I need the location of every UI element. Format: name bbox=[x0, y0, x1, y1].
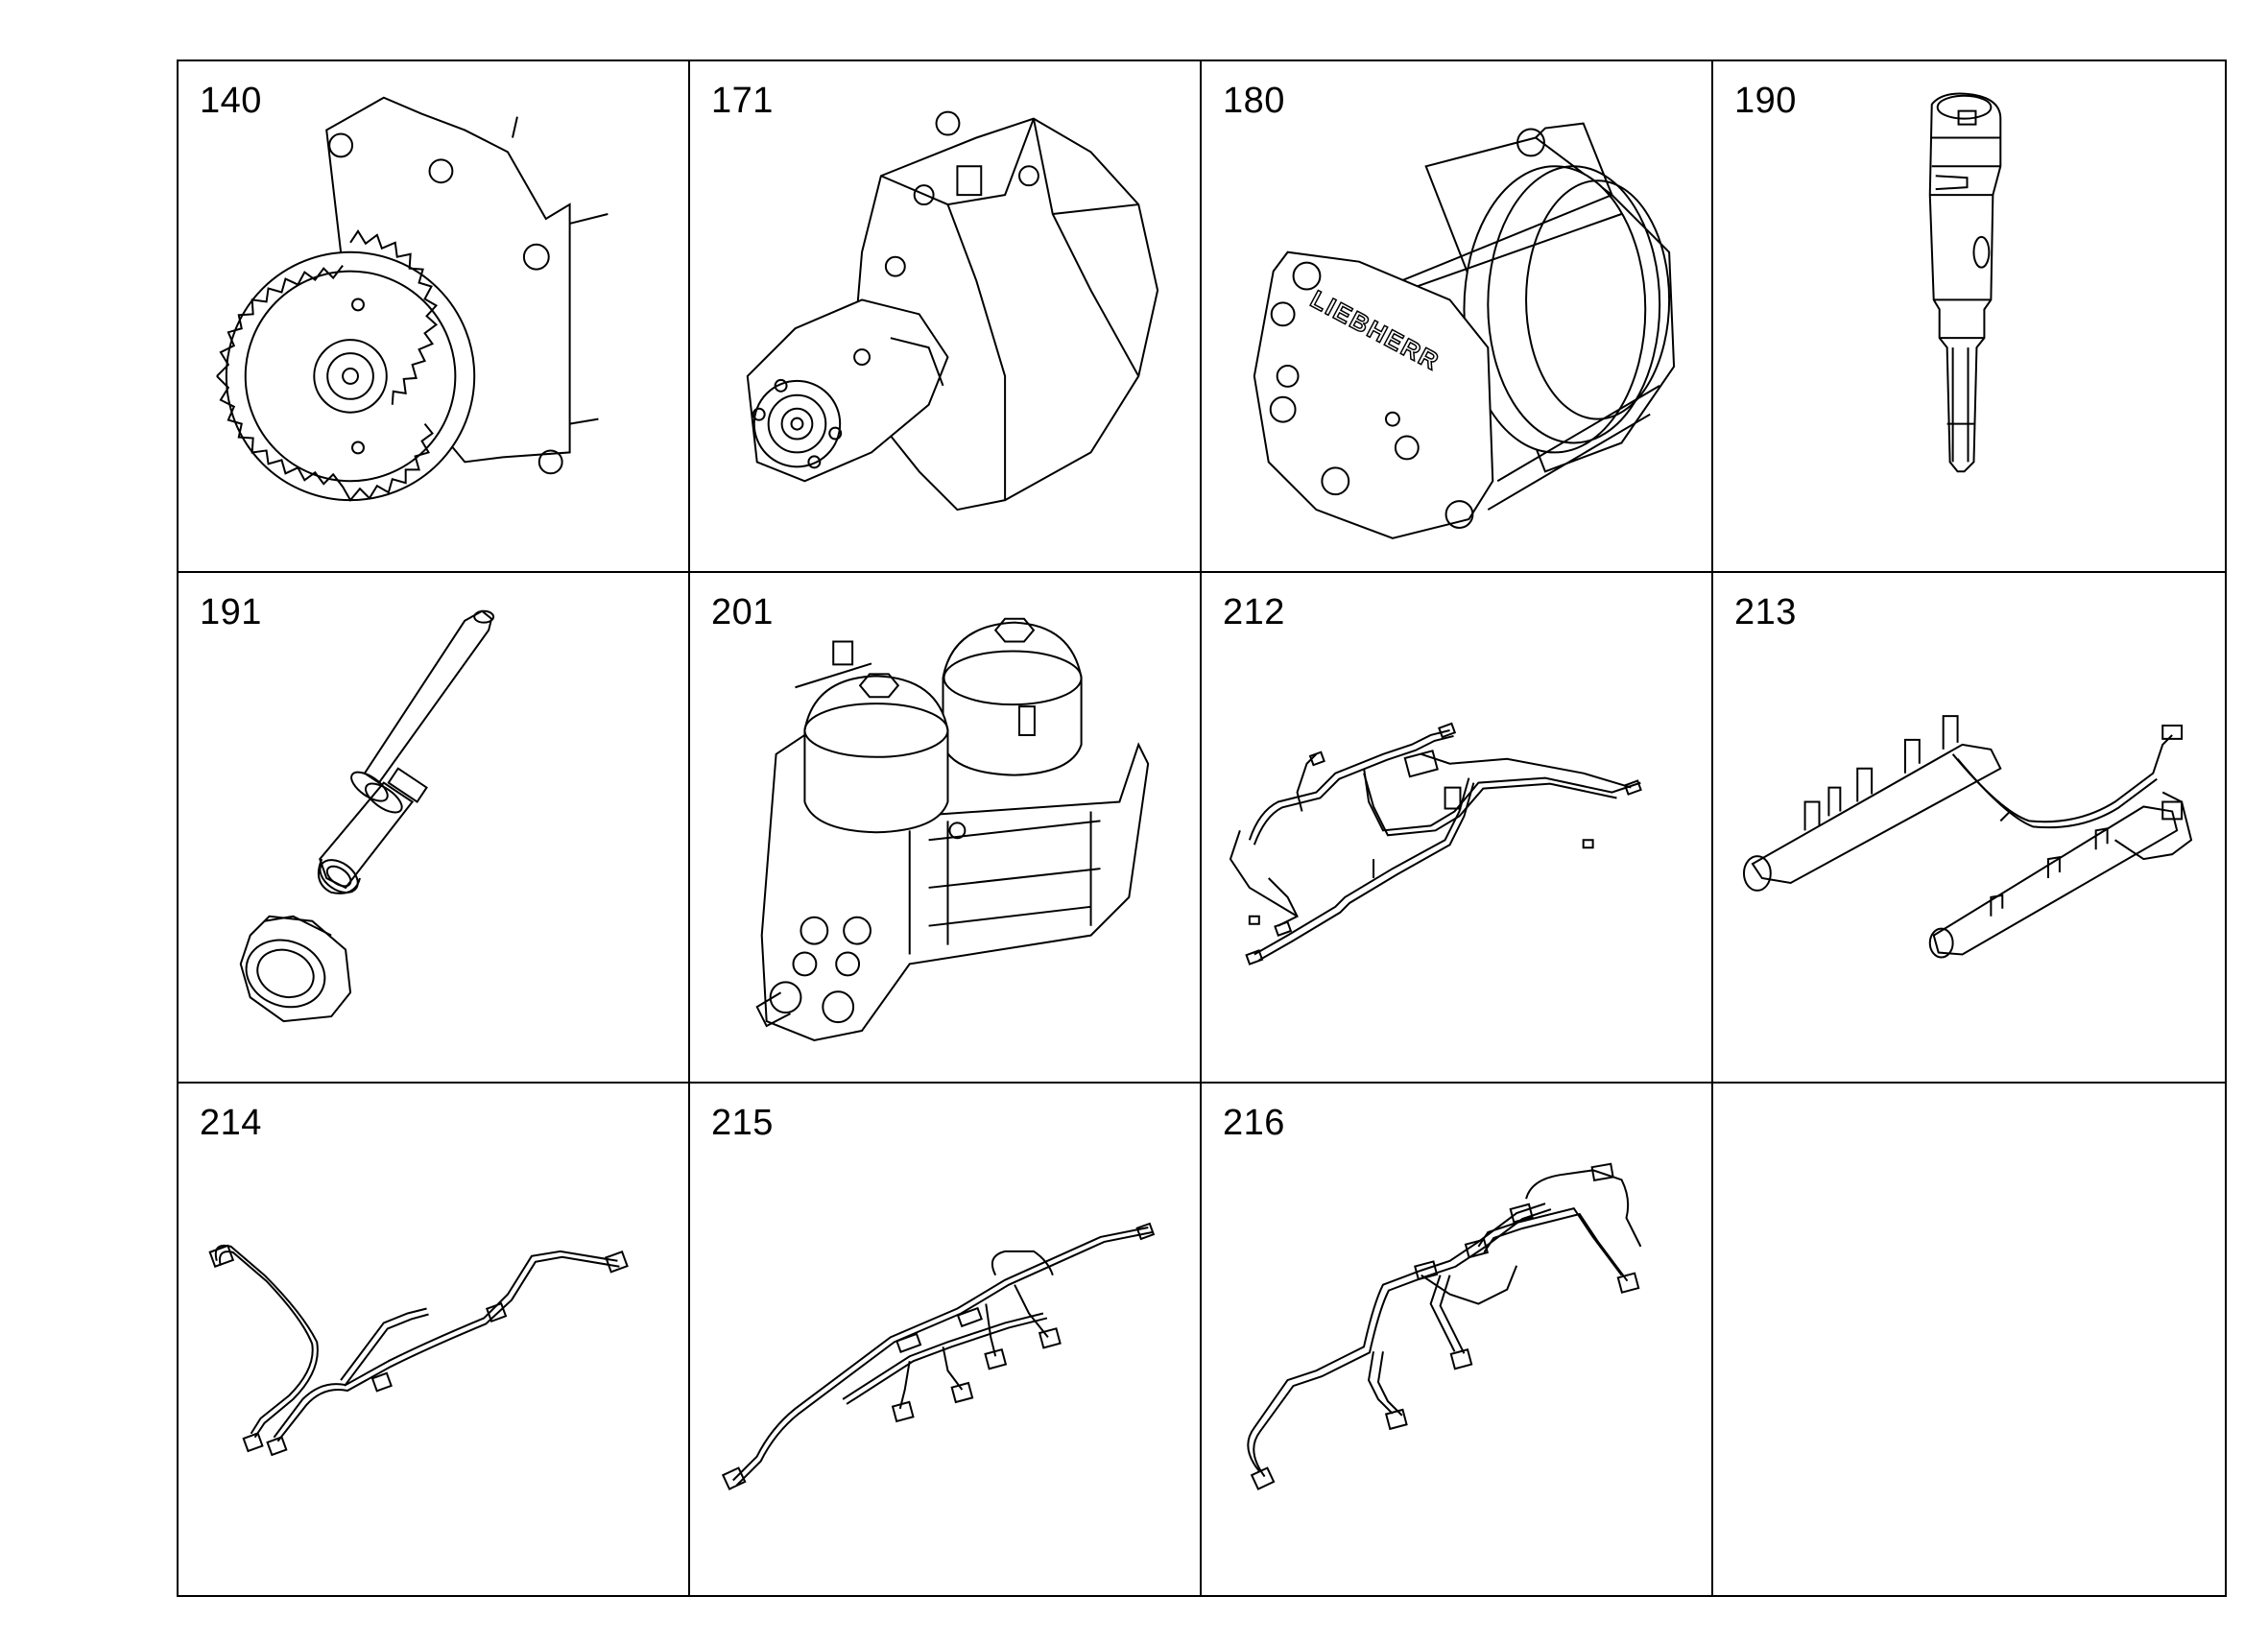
part-cell-215[interactable]: 215 bbox=[690, 1084, 1202, 1595]
part-cell-216[interactable]: 216 bbox=[1202, 1084, 1713, 1595]
part-number-label: 191 bbox=[200, 591, 262, 632]
common-rail-icon bbox=[1713, 573, 2225, 1083]
part-cell-191[interactable]: 191 bbox=[179, 572, 690, 1084]
part-number-label: 213 bbox=[1734, 591, 1797, 632]
part-cell-140[interactable]: 140 bbox=[179, 61, 690, 573]
part-cell-180[interactable]: 180 LIEBHERR bbox=[1202, 61, 1713, 573]
part-number-label: 180 bbox=[1223, 81, 1285, 121]
parts-grid: 140 171 bbox=[177, 60, 2227, 1597]
injection-line-set-icon bbox=[1202, 1084, 1711, 1595]
empty-cell bbox=[1713, 1084, 2225, 1595]
injection-line-set-icon bbox=[690, 1084, 1200, 1595]
part-number-label: 201 bbox=[711, 591, 774, 632]
pressure-pipe-with-nut-icon bbox=[179, 573, 688, 1083]
injection-line-icon bbox=[179, 1084, 688, 1595]
gear-pump-icon bbox=[179, 61, 688, 571]
part-cell-212[interactable]: 212 bbox=[1202, 572, 1713, 1084]
twin-filter-housing-icon bbox=[690, 573, 1200, 1083]
part-number-label: 212 bbox=[1223, 591, 1285, 632]
part-cell-214[interactable]: 214 bbox=[179, 1084, 690, 1595]
part-number-label: 214 bbox=[200, 1103, 262, 1144]
drum-housing-icon: LIEBHERR bbox=[1202, 61, 1711, 571]
part-cell-190[interactable]: 190 bbox=[1713, 61, 2225, 573]
injector-icon bbox=[1713, 61, 2225, 571]
part-cell-213[interactable]: 213 bbox=[1713, 573, 2225, 1084]
part-number-label: 215 bbox=[711, 1103, 774, 1144]
part-cell-201[interactable]: 201 bbox=[690, 572, 1202, 1084]
part-cell-171[interactable]: 171 bbox=[690, 61, 1202, 573]
part-number-label: 171 bbox=[711, 81, 774, 121]
fuel-line-set-icon bbox=[1202, 573, 1711, 1083]
part-number-label: 216 bbox=[1223, 1103, 1285, 1144]
high-pressure-pump-icon bbox=[690, 61, 1200, 571]
part-number-label: 190 bbox=[1734, 81, 1797, 121]
part-number-label: 140 bbox=[200, 81, 262, 121]
